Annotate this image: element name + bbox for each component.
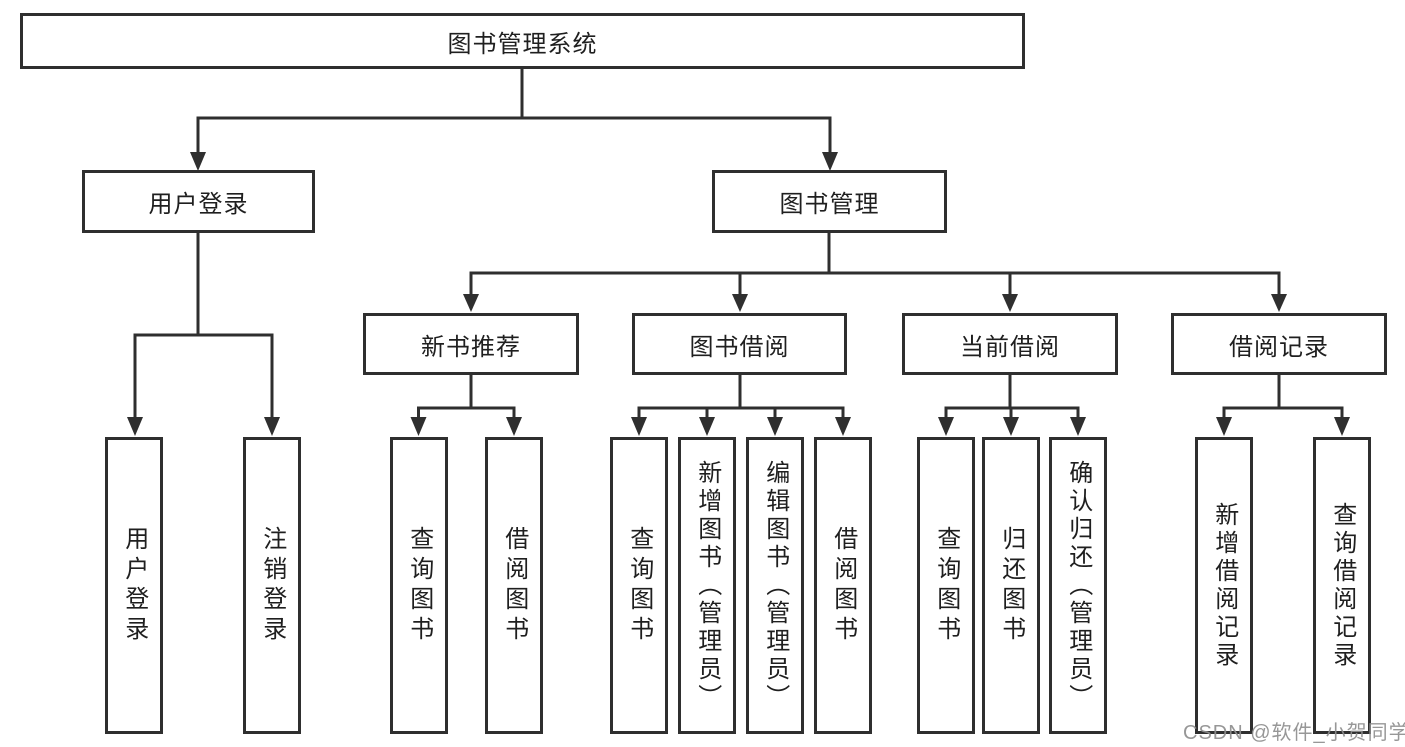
leaf-query-borrow-record: 查询借阅记录: [1313, 437, 1371, 734]
arrow-down-icon: [1070, 417, 1086, 436]
leaf-label: 新增借阅记录: [1210, 501, 1238, 670]
arrow-down-icon: [1003, 417, 1019, 436]
node-borrow-records: 借阅记录: [1171, 313, 1387, 375]
arrow-down-icon: [732, 294, 748, 312]
leaf-borrow-books-recommend: 借阅图书: [485, 437, 543, 734]
node-book-management: 图书管理: [712, 170, 947, 233]
arrow-down-icon: [699, 417, 715, 436]
leaf-label: 注销登录: [258, 525, 286, 646]
watermark: CSDN @软件_小贺同学: [1183, 722, 1405, 744]
node-book-borrow: 图书借阅: [632, 313, 847, 375]
leaf-label: 查询借阅记录: [1328, 501, 1356, 670]
arrow-down-icon: [1216, 417, 1232, 436]
arrow-down-icon: [410, 417, 427, 436]
arrow-down-icon: [1271, 294, 1287, 312]
arrow-down-icon: [1002, 294, 1018, 312]
arrow-down-icon: [631, 417, 647, 436]
arrow-down-icon: [463, 294, 479, 312]
leaf-label: 用户登录: [120, 525, 148, 646]
arrow-down-icon: [506, 417, 522, 436]
leaf-confirm-return-admin: 确认归还（管理员）: [1049, 437, 1107, 734]
leaf-borrow-books: 借阅图书: [814, 437, 872, 734]
arrow-down-icon: [190, 152, 206, 171]
node-user-login: 用户登录: [82, 170, 315, 233]
arrow-down-icon: [835, 417, 851, 436]
node-library-management-system: 图书管理系统: [20, 13, 1025, 69]
node-new-book-recommend: 新书推荐: [363, 313, 579, 375]
leaf-add-book-admin: 新增图书（管理员）: [678, 437, 736, 734]
arrow-down-icon: [264, 417, 280, 436]
leaf-label: 查询图书: [625, 525, 653, 646]
leaf-label: 查询图书: [932, 525, 960, 646]
node-label: 当前借阅: [960, 333, 1060, 361]
node-label: 新书推荐: [421, 333, 521, 361]
arrow-down-icon: [127, 417, 143, 436]
node-label: 图书借阅: [689, 333, 790, 361]
arrow-down-icon: [767, 417, 783, 436]
leaf-logout: 注销登录: [243, 437, 301, 734]
node-current-borrow: 当前借阅: [902, 313, 1118, 375]
arrow-down-icon: [938, 417, 954, 436]
leaf-query-books-borrow: 查询图书: [610, 437, 668, 734]
arrow-down-icon: [1334, 417, 1350, 436]
leaf-label: 借阅图书: [500, 525, 528, 646]
arrow-down-icon: [822, 152, 838, 171]
leaf-query-books-recommend: 查询图书: [390, 437, 448, 734]
leaf-add-borrow-record: 新增借阅记录: [1195, 437, 1253, 734]
leaf-label: 归还图书: [997, 525, 1025, 646]
leaf-query-books-current: 查询图书: [917, 437, 975, 734]
node-label: 用户登录: [148, 191, 249, 218]
leaf-user-login: 用户登录: [105, 437, 163, 734]
node-label: 图书管理系统: [447, 30, 598, 58]
leaf-label: 新增图书（管理员）: [693, 459, 721, 712]
node-label: 借阅记录: [1229, 333, 1329, 361]
leaf-edit-book-admin: 编辑图书（管理员）: [746, 437, 804, 734]
leaf-label: 查询图书: [405, 525, 433, 646]
leaf-label: 确认归还（管理员）: [1064, 459, 1092, 712]
leaf-label: 编辑图书（管理员）: [761, 459, 789, 712]
leaf-label: 借阅图书: [829, 525, 857, 646]
node-label: 图书管理: [779, 191, 880, 218]
leaf-return-book: 归还图书: [982, 437, 1040, 734]
